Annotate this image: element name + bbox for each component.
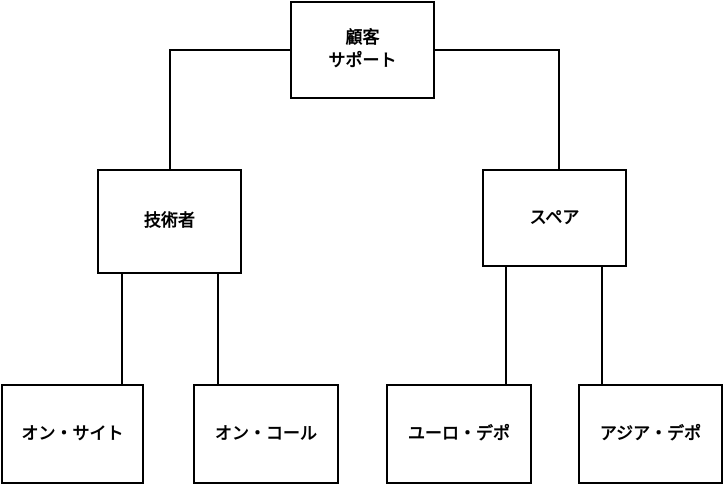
node-technician: 技術者 [97, 169, 242, 274]
node-euro-depot: ユーロ・デポ [386, 384, 532, 484]
node-on-call: オン・コール [193, 384, 339, 484]
node-on-site: オン・サイト [1, 384, 144, 484]
node-customer-support: 顧客 サポート [290, 1, 435, 99]
connector-root-spare [434, 49, 560, 170]
node-spare: スペア [482, 169, 627, 267]
node-asia-depot: アジア・デポ [578, 384, 723, 484]
connector-root-tech [169, 49, 291, 170]
